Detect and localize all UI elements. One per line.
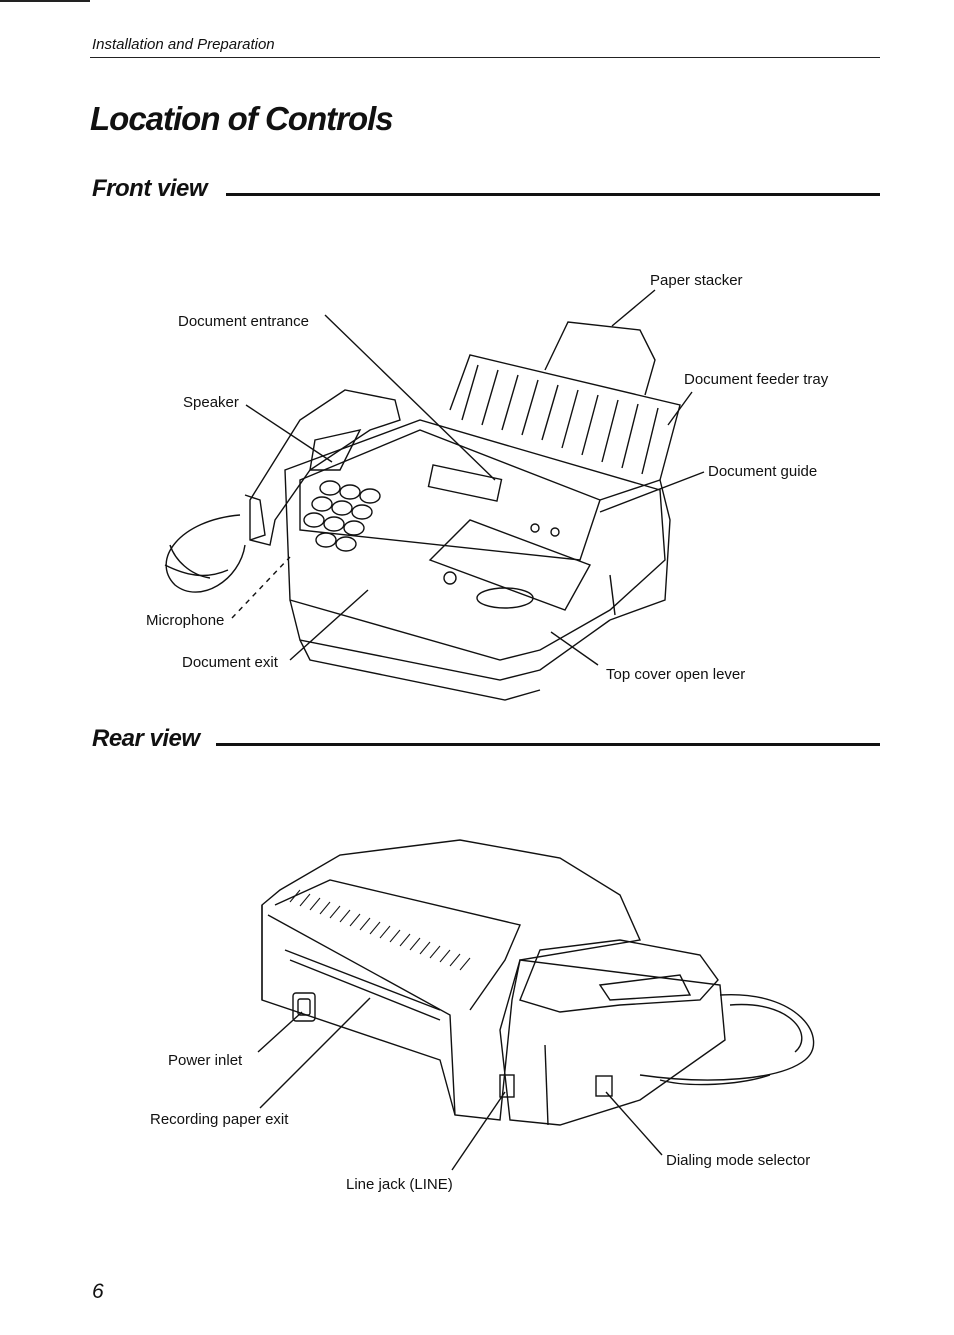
running-header: Installation and Preparation: [92, 36, 275, 53]
label-recording-paper-exit: Recording paper exit: [150, 1111, 289, 1128]
label-line-jack: Line jack (LINE): [346, 1176, 453, 1193]
label-document-entrance: Document entrance: [178, 313, 309, 330]
header-rule: [90, 57, 880, 58]
front-view-illustration: [164, 289, 705, 701]
page-title: Location of Controls: [90, 100, 394, 137]
label-document-feeder-tray: Document feeder tray: [684, 371, 829, 388]
label-paper-stacker: Paper stacker: [650, 272, 743, 289]
rear-view-rule: [216, 743, 880, 746]
keypad: [303, 480, 381, 552]
rear-view-heading: Rear view: [92, 725, 200, 752]
front-view-rule: [226, 193, 880, 196]
label-dialing-mode-selector: Dialing mode selector: [666, 1152, 811, 1169]
label-top-cover-open-lever: Top cover open lever: [606, 666, 746, 683]
front-view-heading: Front view: [92, 175, 208, 202]
label-microphone: Microphone: [146, 612, 225, 629]
label-speaker: Speaker: [183, 394, 239, 411]
rear-view-illustration: [257, 839, 815, 1171]
label-document-exit: Document exit: [182, 654, 278, 671]
label-power-inlet: Power inlet: [168, 1052, 243, 1069]
page-number: 6: [92, 1280, 104, 1303]
corner-mark: [0, 0, 90, 2]
label-document-guide: Document guide: [708, 463, 818, 480]
